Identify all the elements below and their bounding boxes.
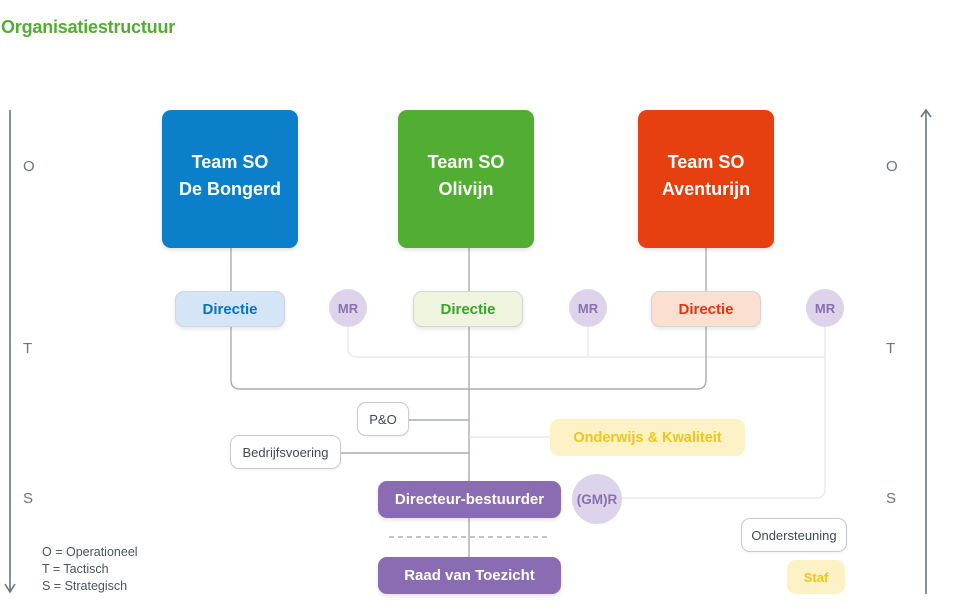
ondersteuning-node[interactable]: Ondersteuning xyxy=(741,518,847,552)
mr-olivijn[interactable]: MR xyxy=(569,289,607,327)
legend-item-operationeel: O = Operationeel xyxy=(42,545,138,559)
directie-aventurijn[interactable]: Directie xyxy=(651,291,761,327)
left-axis-label-o: O xyxy=(23,158,35,175)
team-name-line2: De Bongerd xyxy=(178,179,281,199)
team-so-de-bongerd[interactable]: Team SO De Bongerd xyxy=(162,110,298,248)
team-name-line1: Team SO xyxy=(191,152,269,172)
team-name-line1: Team SO xyxy=(667,152,745,172)
mr-aventurijn[interactable]: MR xyxy=(806,289,844,327)
directie-olivijn[interactable]: Directie xyxy=(413,291,523,327)
mr-connectors xyxy=(347,327,826,499)
team-so-aventurijn[interactable]: Team SO Aventurijn xyxy=(638,110,774,248)
directie-de-bongerd[interactable]: Directie xyxy=(175,291,285,327)
staf-node[interactable]: Staf xyxy=(787,560,845,594)
bedrijfsvoering-node[interactable]: Bedrijfsvoering xyxy=(230,435,341,469)
legend-item-tactisch: T = Tactisch xyxy=(42,562,109,576)
mr-de-bongerd[interactable]: MR xyxy=(329,289,367,327)
raad-van-toezicht-node[interactable]: Raad van Toezicht xyxy=(378,557,561,594)
page-title: Organisatiestructuur xyxy=(1,17,176,37)
team-name-line2: Aventurijn xyxy=(661,179,751,199)
right-axis-label-o: O xyxy=(886,158,898,175)
right-axis-label-t: T xyxy=(886,340,896,357)
team-name-line1: Team SO xyxy=(427,152,505,172)
onderwijs-kwaliteit-node[interactable]: Onderwijs & Kwaliteit xyxy=(550,419,745,456)
directeur-bestuurder-node[interactable]: Directeur-bestuurder xyxy=(378,481,561,518)
right-axis-label-s: S xyxy=(886,490,897,507)
left-axis-label-s: S xyxy=(23,490,34,507)
team-so-olivijn[interactable]: Team SO Olivijn xyxy=(398,110,534,248)
legend-item-strategisch: S = Strategisch xyxy=(42,579,128,593)
legend: O = Operationeel T = Tactisch S = Strate… xyxy=(42,544,138,595)
left-axis-label-t: T xyxy=(23,340,33,357)
team-name-line2: Olivijn xyxy=(438,179,494,199)
gmr-node[interactable]: (GM)R xyxy=(572,474,622,524)
p-en-o-node[interactable]: P&O xyxy=(357,402,409,436)
left-axis-arrow xyxy=(4,110,16,594)
right-axis-arrow xyxy=(920,108,932,594)
